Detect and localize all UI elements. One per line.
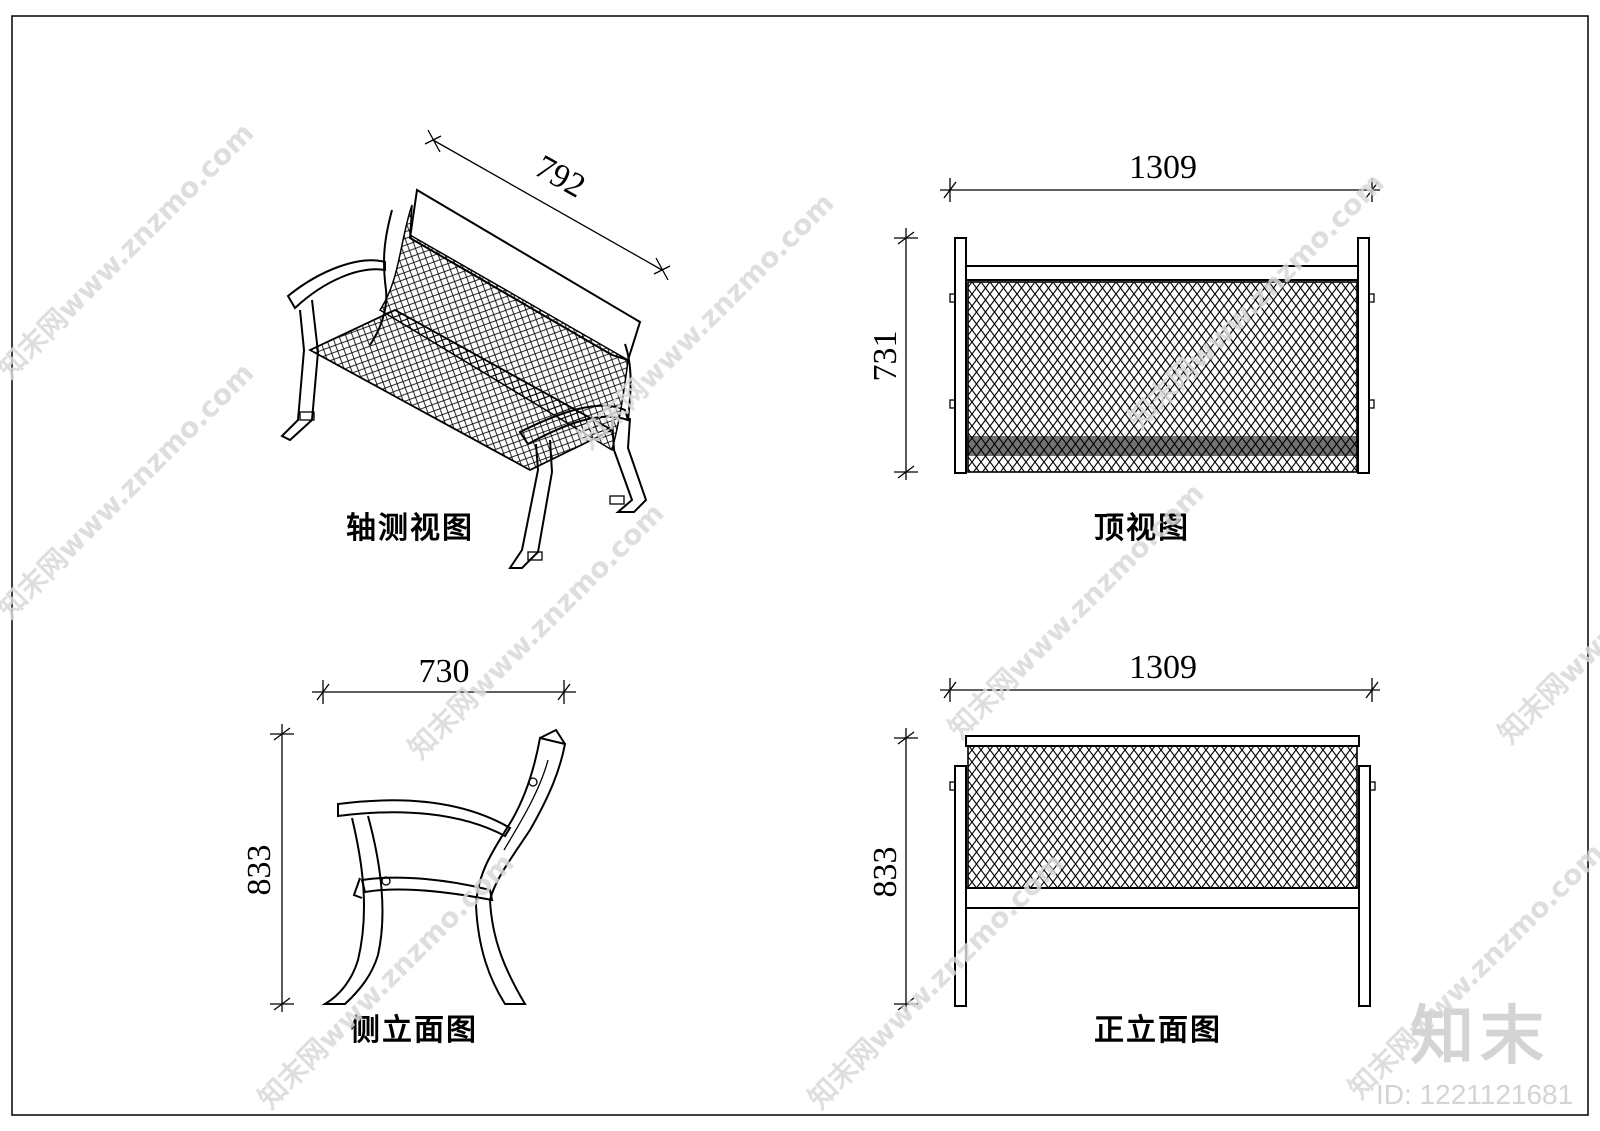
top-depth-label: 731 — [867, 331, 904, 382]
watermark-text: 知末网www.znzmo.com — [942, 476, 1211, 745]
watermark-text: 知末网www.znzmo.com — [572, 186, 841, 455]
watermark-text: 知末网www.znzmo.com — [1492, 481, 1600, 750]
side-seat-rail — [360, 876, 494, 902]
top-width-label: 1309 — [1129, 149, 1197, 186]
front-width-dimension: 1309 — [940, 649, 1380, 702]
side-armrest — [337, 799, 512, 838]
side-view: 730 833 侧立面图 — [241, 653, 576, 1048]
top-depth-dimension: 731 — [867, 228, 918, 480]
top-view: 1309 731 顶视图 — [867, 149, 1380, 546]
top-caption: 顶视图 — [1094, 511, 1190, 546]
watermark-logo: 知末 — [1410, 1000, 1550, 1074]
side-width-label: 730 — [419, 653, 470, 690]
iso-dimension: 792 — [424, 129, 671, 281]
side-caption: 侧立面图 — [350, 1013, 478, 1048]
watermark-text: 知末网www.znzmo.com — [252, 846, 521, 1115]
watermark-id: ID: 1221121681 — [1376, 1079, 1573, 1110]
side-back-post — [474, 736, 567, 1005]
watermark-text: 知末网www.znzmo.com — [0, 356, 260, 625]
top-width-dimension: 1309 — [940, 149, 1380, 202]
iso-width-label: 792 — [529, 148, 592, 205]
side-height-label: 833 — [241, 845, 278, 896]
front-height-label: 833 — [867, 847, 904, 898]
watermark-text: 知末网www.znzmo.com — [802, 846, 1071, 1115]
top-right-arm — [1357, 237, 1370, 474]
side-height-dimension: 833 — [241, 724, 294, 1012]
front-width-label: 1309 — [1129, 649, 1197, 686]
isometric-view: 792 轴测视图 — [280, 129, 671, 569]
iso-left-arm — [286, 259, 386, 310]
front-view: 1309 833 正立面图 — [867, 649, 1380, 1048]
front-caption: 正立面图 — [1094, 1013, 1222, 1048]
side-width-dimension: 730 — [312, 653, 576, 704]
front-left-leg — [954, 765, 967, 1007]
side-front-leg — [321, 815, 384, 1005]
top-left-arm — [954, 237, 967, 474]
front-back-mesh — [967, 745, 1358, 889]
watermark-text: 知末网www.znzmo.com — [0, 116, 260, 385]
iso-caption: 轴测视图 — [346, 511, 474, 546]
front-height-dimension: 833 — [867, 728, 918, 1012]
drawing-frame — [11, 15, 1589, 1116]
front-right-leg — [1358, 765, 1371, 1007]
